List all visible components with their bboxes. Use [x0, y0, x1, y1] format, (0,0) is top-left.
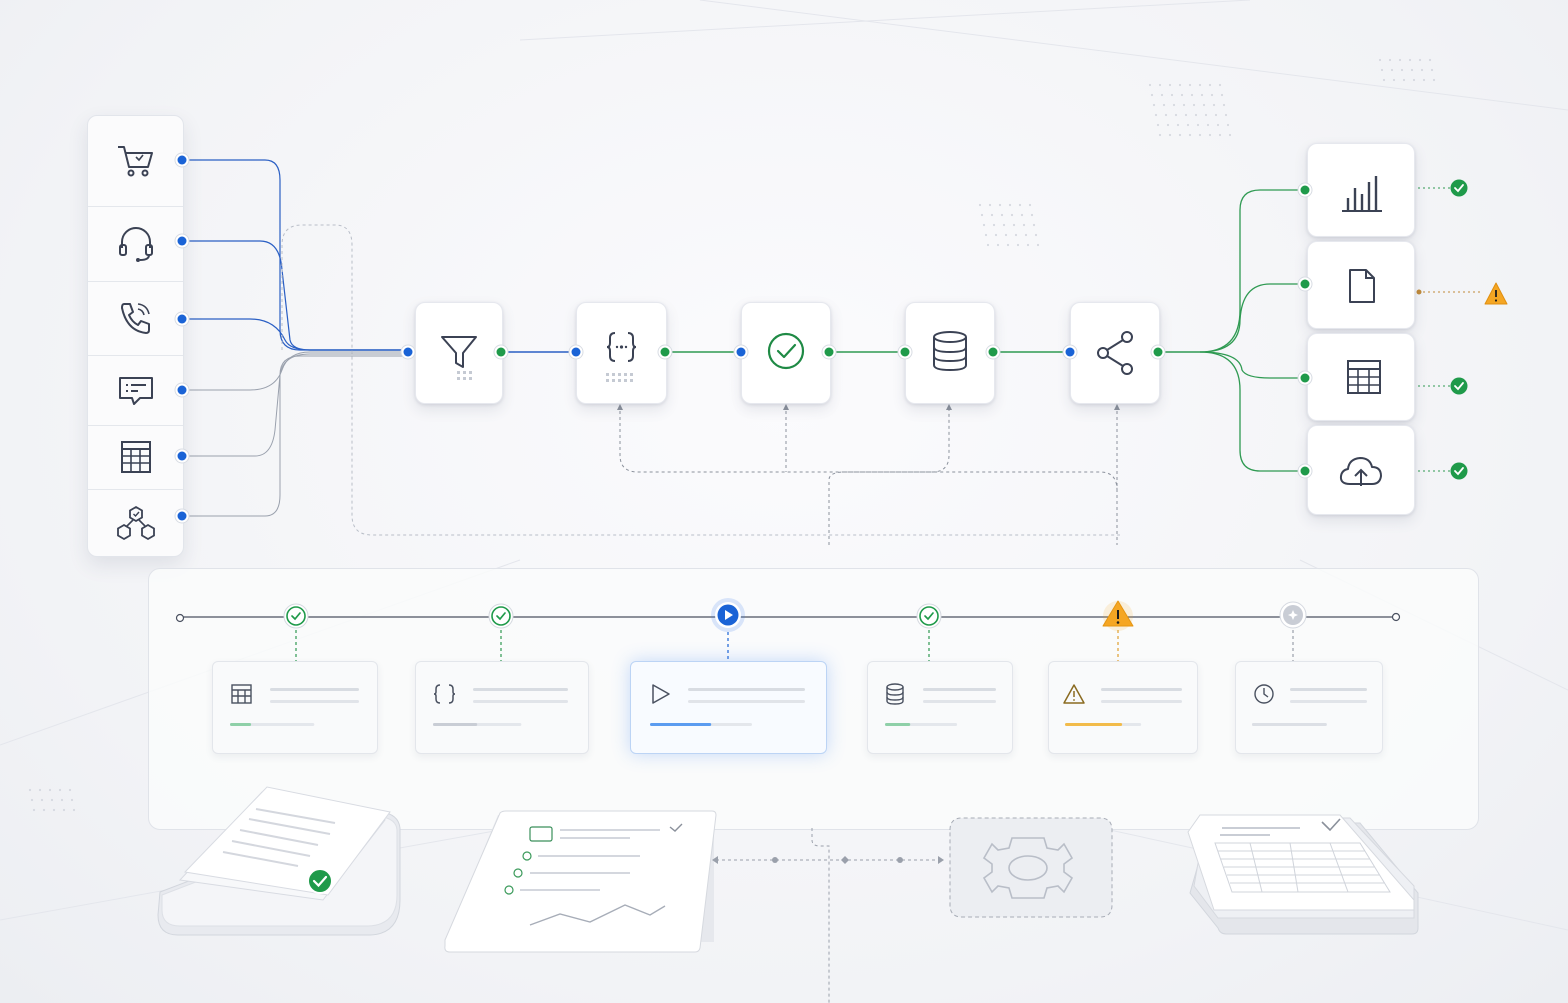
step-pending-icon[interactable] [1279, 601, 1307, 629]
stage-validate[interactable] [741, 302, 831, 404]
filter-icon [441, 336, 477, 380]
step-progress-bar [1252, 723, 1327, 726]
stage-store[interactable] [905, 302, 995, 404]
stage-port[interactable] [493, 344, 509, 360]
source-support[interactable] [88, 206, 183, 282]
document-stack-icon [157, 786, 401, 936]
stage-port[interactable] [897, 344, 913, 360]
output-analytics[interactable] [1307, 143, 1415, 237]
report-document-icon [444, 810, 717, 953]
source-link-4 [182, 351, 405, 391]
output-cloud[interactable] [1307, 425, 1415, 515]
gear-icon [949, 817, 1113, 918]
step-warning-icon[interactable] [1102, 600, 1134, 631]
chat-bubble-icon [118, 377, 153, 405]
clock-icon [1254, 684, 1274, 704]
success-check-icon [1450, 179, 1468, 197]
step-progress-bar [885, 723, 958, 726]
play-icon [652, 684, 670, 704]
source-port[interactable] [174, 152, 190, 168]
success-check-icon [1450, 462, 1468, 480]
table-icon [231, 684, 252, 704]
cloud-upload-icon [1339, 457, 1382, 486]
stage-port[interactable] [985, 344, 1001, 360]
table-icon [1347, 360, 1381, 394]
stage-port[interactable] [657, 344, 673, 360]
source-port[interactable] [174, 233, 190, 249]
phone-call-icon [120, 303, 150, 334]
source-chat[interactable] [88, 355, 183, 426]
step-progress-bar [433, 723, 522, 726]
timeline-step-store[interactable] [867, 661, 1013, 754]
timeline-step-pending[interactable] [1235, 661, 1383, 754]
stage-port[interactable] [400, 344, 416, 360]
check-circle-icon [767, 332, 805, 370]
database-icon [886, 683, 904, 705]
source-port[interactable] [174, 448, 190, 464]
warning-icon [1063, 684, 1085, 704]
stage-filter[interactable] [415, 302, 503, 404]
source-link-3 [182, 318, 405, 351]
timeline-step-warning[interactable] [1048, 661, 1198, 754]
stage-port[interactable] [733, 344, 749, 360]
step-progress-bar [650, 723, 752, 726]
table-report-stack-icon [1187, 814, 1419, 935]
step-progress-bar [1065, 723, 1142, 726]
spreadsheet-icon [120, 441, 151, 473]
timeline-step-transform[interactable] [415, 661, 589, 754]
headset-icon [118, 226, 153, 262]
stage-port[interactable] [1297, 276, 1313, 292]
code-braces-icon [433, 684, 456, 704]
step-progress-bar [230, 723, 315, 726]
timeline-step-ingest[interactable] [212, 661, 378, 754]
stage-port[interactable] [568, 344, 584, 360]
stage-port[interactable] [1297, 182, 1313, 198]
stage-port[interactable] [821, 344, 837, 360]
source-link-1 [182, 159, 405, 351]
source-api[interactable] [88, 489, 183, 556]
stage-port[interactable] [1062, 344, 1078, 360]
step-complete-icon[interactable] [488, 603, 514, 629]
stage-distribute[interactable] [1070, 302, 1160, 404]
feedback-loop [281, 224, 1120, 536]
stage-port[interactable] [1150, 344, 1166, 360]
share-nodes-icon [1097, 331, 1133, 375]
warning-icon [1484, 282, 1508, 305]
step-running-icon[interactable] [711, 598, 745, 632]
source-link-5 [182, 353, 405, 457]
stage-port[interactable] [1297, 463, 1313, 479]
source-link-6 [182, 355, 405, 517]
database-icon [933, 331, 967, 372]
bar-chart-icon [1342, 176, 1382, 212]
timeline-step-running[interactable] [630, 661, 827, 754]
step-complete-icon[interactable] [283, 603, 309, 629]
api-nodes-icon [116, 505, 155, 540]
source-calls[interactable] [88, 281, 183, 356]
stage-transform[interactable] [576, 302, 667, 404]
code-braces-icon [606, 332, 637, 382]
output-document[interactable] [1307, 241, 1415, 329]
shopping-cart-icon [117, 146, 153, 177]
data-sources-panel [87, 115, 184, 557]
source-spreadsheet[interactable] [88, 425, 183, 490]
source-ecommerce[interactable] [88, 116, 183, 207]
success-check-icon [1450, 377, 1468, 395]
stage-port[interactable] [1297, 370, 1313, 386]
source-port[interactable] [174, 508, 190, 524]
step-complete-icon[interactable] [916, 603, 942, 629]
source-port[interactable] [174, 382, 190, 398]
document-icon [1349, 269, 1375, 303]
source-port[interactable] [174, 311, 190, 327]
